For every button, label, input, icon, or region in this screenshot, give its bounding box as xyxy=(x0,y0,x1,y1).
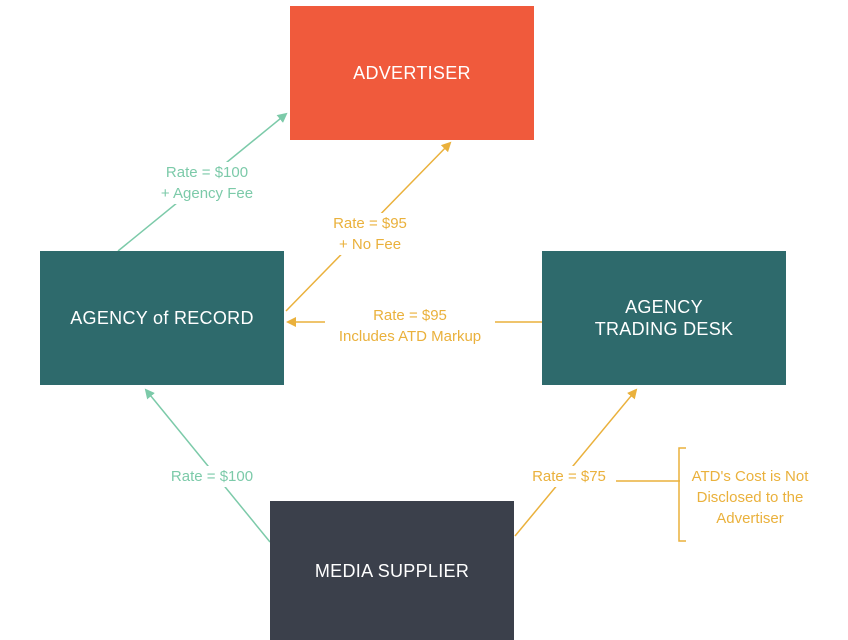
edge-label-supplier-to-aor: Rate = $100 xyxy=(162,466,262,487)
edge-label-line: + Agency Fee xyxy=(160,185,254,202)
note-bracket xyxy=(678,447,686,542)
atd-cost-note: ATD's Cost is Not Disclosed to the Adver… xyxy=(684,466,816,529)
note-line: ATD's Cost is Not xyxy=(691,468,809,485)
edge-label-aor-to-advertiser-no-fee: Rate = $95 + No Fee xyxy=(320,213,420,255)
note-line: Disclosed to the xyxy=(696,489,804,506)
edge-label-line: Rate = $75 xyxy=(532,468,606,485)
advertiser-label: ADVERTISER xyxy=(353,63,471,83)
media-supplier-label: MEDIA SUPPLIER xyxy=(314,560,470,581)
media-supplier-box: MEDIA SUPPLIER xyxy=(270,501,514,640)
agency-trading-desk-label-line-1: AGENCY xyxy=(625,297,703,317)
note-line: Advertiser xyxy=(716,510,784,527)
agency-of-record-box: AGENCY of RECORD xyxy=(40,251,284,385)
edge-label-line: Rate = $100 xyxy=(165,164,249,181)
advertiser-box: ADVERTISER xyxy=(290,6,534,140)
edge-label-line: Rate = $100 xyxy=(170,468,254,485)
agency-trading-desk-box: AGENCY TRADING DESK xyxy=(542,251,786,385)
edge-label-line: + No Fee xyxy=(338,236,402,253)
edge-label-atd-to-aor: Rate = $95 Includes ATD Markup xyxy=(325,305,495,347)
edge-label-line: Includes ATD Markup xyxy=(338,328,482,345)
agency-of-record-label: AGENCY of RECORD xyxy=(70,308,254,328)
edge-label-aor-to-advertiser: Rate = $100 + Agency Fee xyxy=(147,162,267,204)
edge-supplier-to-atd xyxy=(514,388,638,537)
edge-label-supplier-to-atd: Rate = $75 xyxy=(525,466,613,487)
edge-label-line: Rate = $95 xyxy=(373,307,447,324)
agency-trading-desk-label-line-2: TRADING DESK xyxy=(594,319,734,339)
edge-label-line: Rate = $95 xyxy=(333,215,407,232)
